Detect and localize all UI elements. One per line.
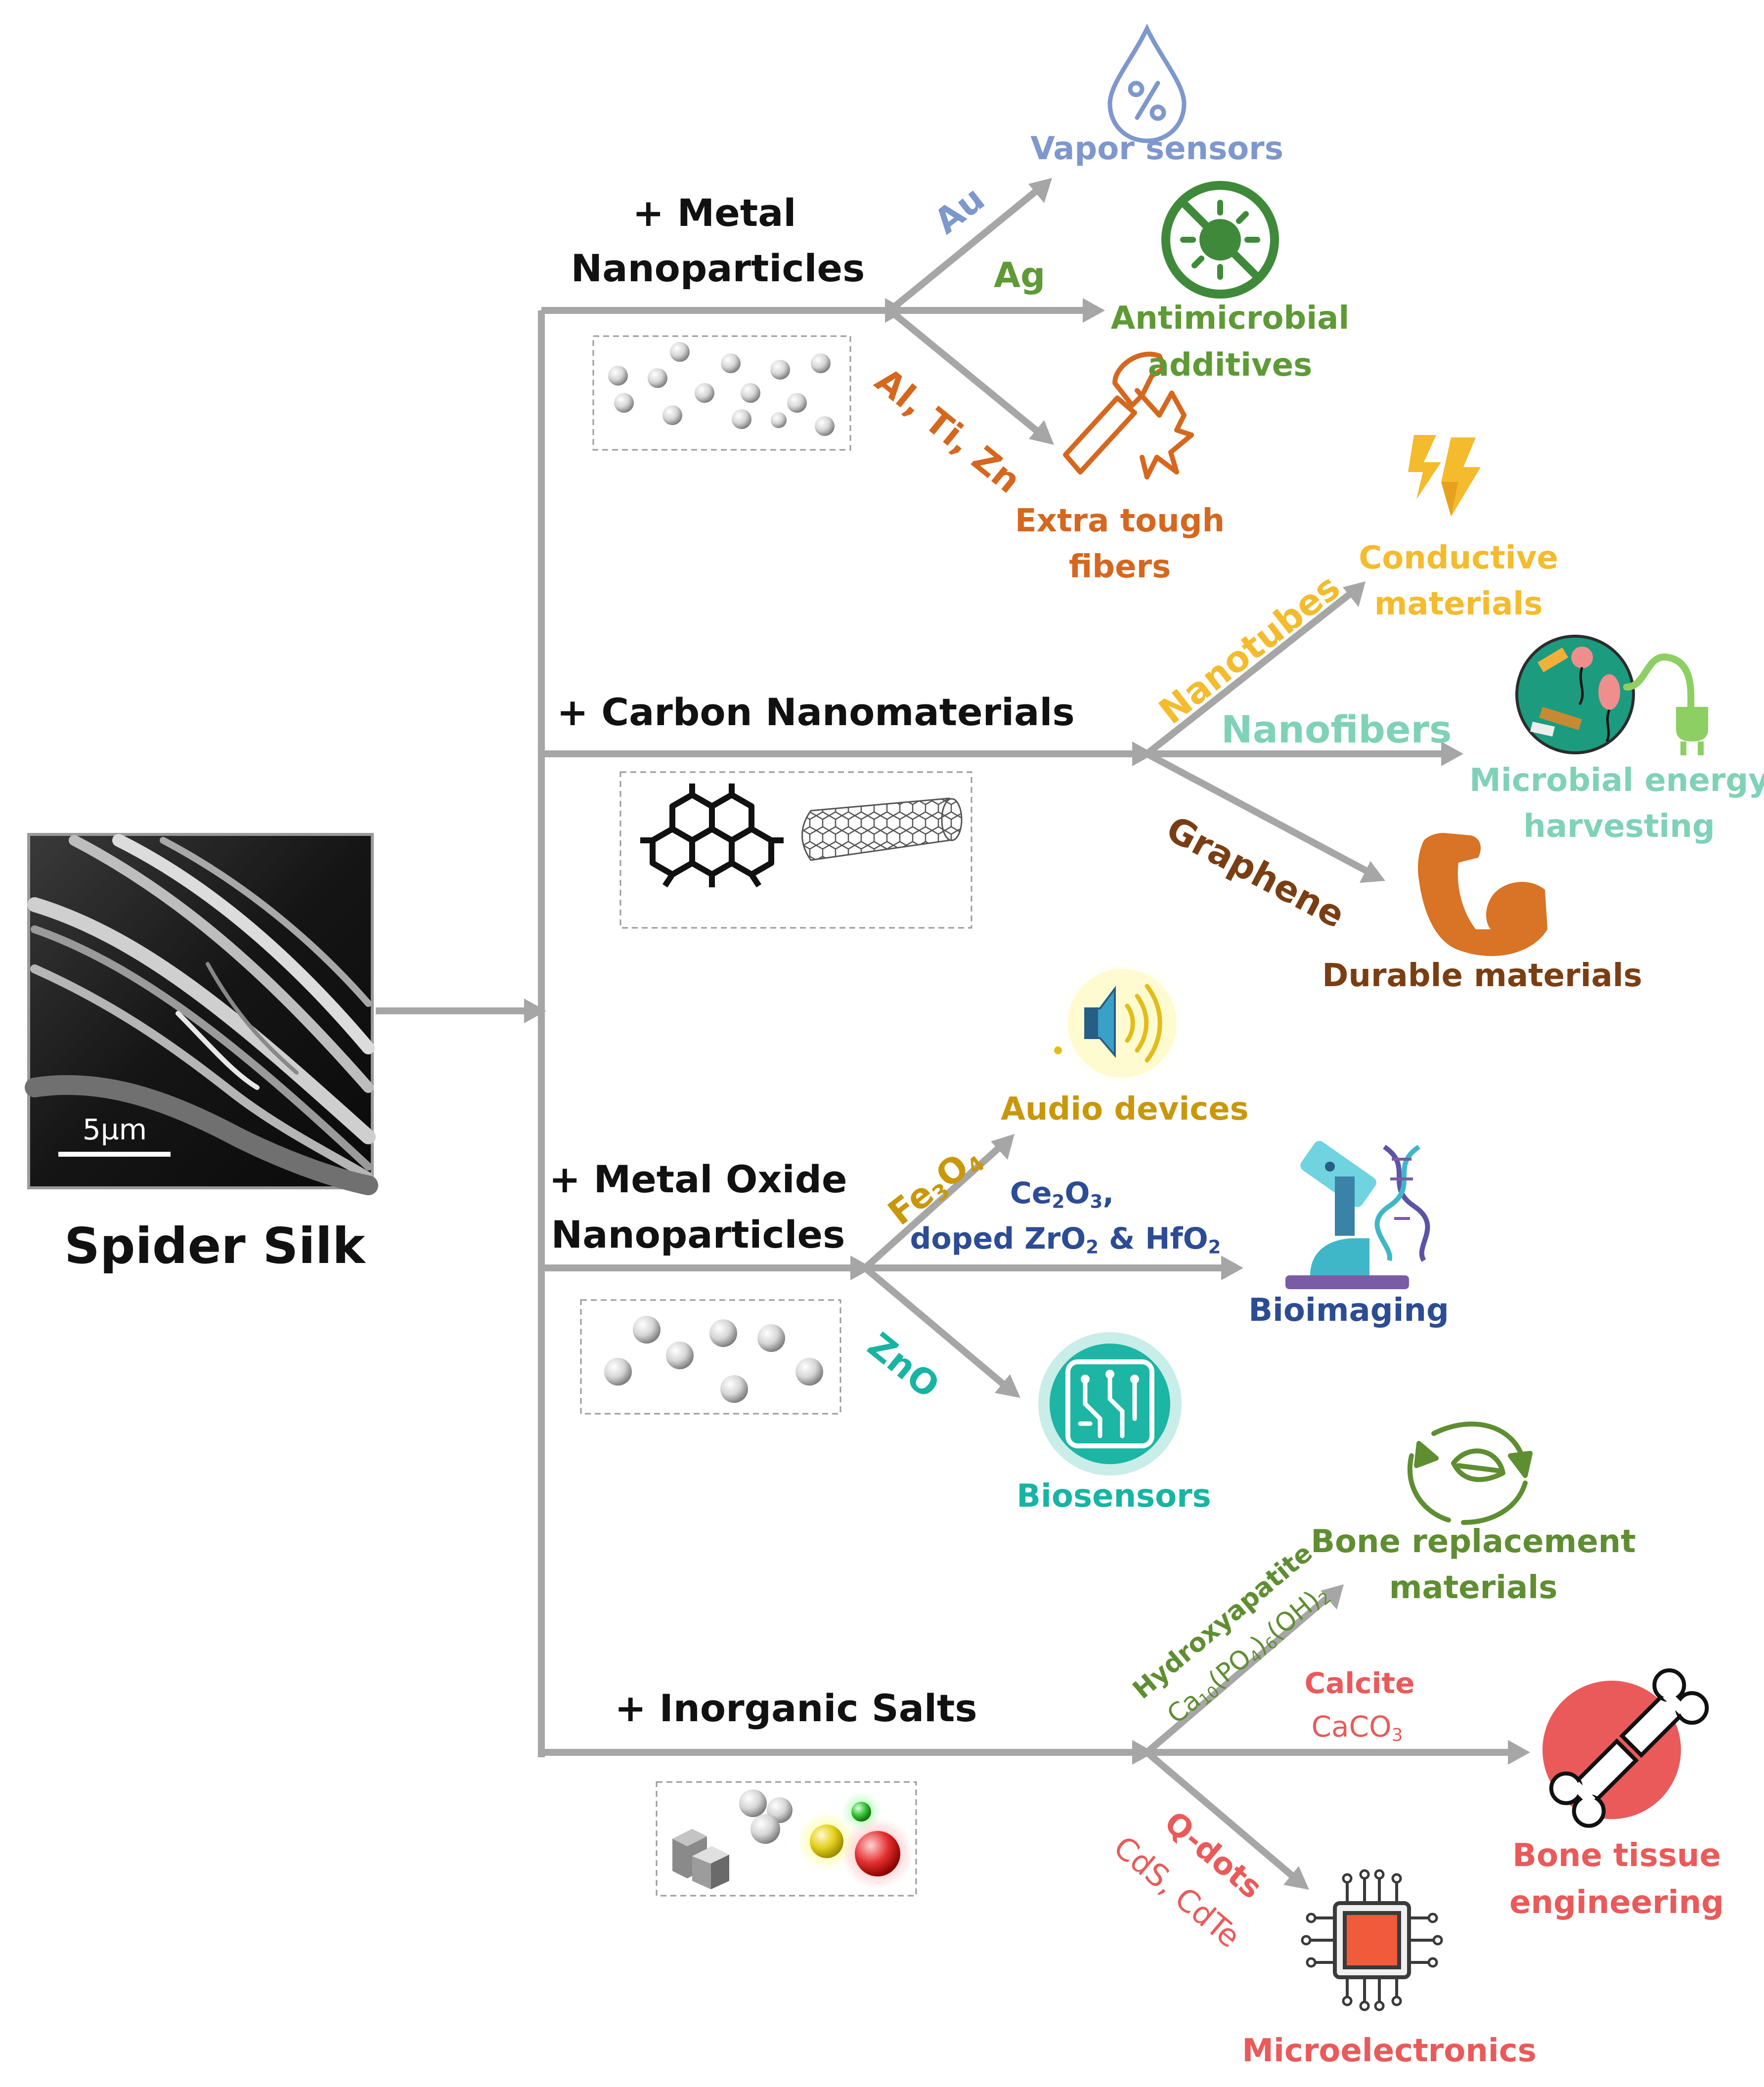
microchip-icon — [1301, 1869, 1443, 2011]
trunk-lines — [376, 307, 1142, 1757]
app-conductive-line2: materials — [1374, 586, 1543, 622]
broken-bone-icon — [1543, 1668, 1709, 1828]
app-microbial-line1: Microbial energy — [1469, 762, 1764, 799]
microbial-cell-plug-icon — [1515, 635, 1708, 755]
carbon-arrows — [1132, 581, 1463, 883]
branch-label-salts: + Inorganic Salts — [615, 1686, 977, 1730]
metal-oxide-particles-box — [580, 1299, 841, 1415]
app-vapor-sensors: Vapor sensors — [1030, 130, 1283, 167]
app-bone-tissue-line1: Bone tissue — [1512, 1837, 1721, 1874]
oxide-arrows — [850, 1134, 1243, 1398]
antimicrobial-virus-icon — [1161, 181, 1279, 299]
route-label-doped-zro2-hfo2: doped ZrO2 & HfO2 — [910, 1221, 1221, 1258]
circuit-board-icon — [1038, 1332, 1182, 1476]
branch-label-metal-line1: + Metal — [632, 191, 796, 235]
inorganic-salts-box — [656, 1781, 917, 1897]
trunk-arrowhead — [524, 999, 546, 1023]
route-label-calcite: Calcite — [1304, 1666, 1415, 1700]
carbon-nanomaterials-box — [619, 771, 972, 929]
flexed-arm-icon — [1418, 833, 1547, 957]
app-extra-tough-line2: fibers — [1068, 549, 1171, 585]
app-durable-materials: Durable materials — [1322, 957, 1642, 994]
route-label-nanofibers: Nanofibers — [1221, 707, 1452, 751]
route-label-ag: Ag — [994, 255, 1046, 296]
diagram-title: Spider Silk — [64, 1217, 365, 1275]
speaker-icon — [1054, 959, 1187, 1087]
metal-particles-box — [592, 335, 851, 451]
salts-arrows — [1132, 1584, 1530, 1890]
app-biosensors: Biosensors — [1016, 1478, 1211, 1515]
lightning-bolt-icon — [1408, 435, 1481, 517]
hammer-impact-icon — [1063, 351, 1194, 479]
branch-label-metal-line2: Nanoparticles — [571, 246, 865, 290]
route-label-caco3: CaCO3 — [1311, 1710, 1403, 1745]
recycle-leaf-icon — [1407, 1421, 1533, 1525]
app-antimicrobial-line1: Antimicrobial — [1110, 300, 1350, 337]
branch-label-carbon: + Carbon Nanomaterials — [557, 690, 1075, 734]
app-audio-devices: Audio devices — [1001, 1091, 1249, 1128]
metal-arrows — [870, 178, 1105, 445]
microscope-dna-icon — [1285, 1141, 1430, 1289]
app-microelectronics: Microelectronics — [1242, 2033, 1537, 2069]
app-bone-replacement-line1: Bone replacement — [1311, 1523, 1636, 1560]
app-conductive-line1: Conductive — [1359, 540, 1558, 576]
app-bone-tissue-line2: engineering — [1509, 1884, 1724, 1921]
graphene-hex-icon — [640, 783, 784, 888]
branch-label-oxide-line1: + Metal Oxide — [549, 1157, 847, 1201]
app-antimicrobial-line2: additives — [1147, 347, 1313, 384]
salt-cubes — [672, 1829, 729, 1889]
app-microbial-line2: harvesting — [1523, 808, 1715, 845]
sem-scale-label: 5µm — [83, 1113, 147, 1146]
app-bone-replacement-line2: materials — [1389, 1569, 1558, 1606]
water-drop-percent-icon — [1107, 23, 1187, 143]
branch-label-oxide-line2: Nanoparticles — [551, 1213, 845, 1257]
route-label-ce2o3: Ce2O3, — [1010, 1176, 1114, 1213]
app-extra-tough-line1: Extra tough — [1014, 503, 1225, 539]
app-bioimaging: Bioimaging — [1248, 1292, 1449, 1329]
sem-image — [25, 833, 378, 1195]
carbon-nanotube-icon — [801, 797, 963, 861]
